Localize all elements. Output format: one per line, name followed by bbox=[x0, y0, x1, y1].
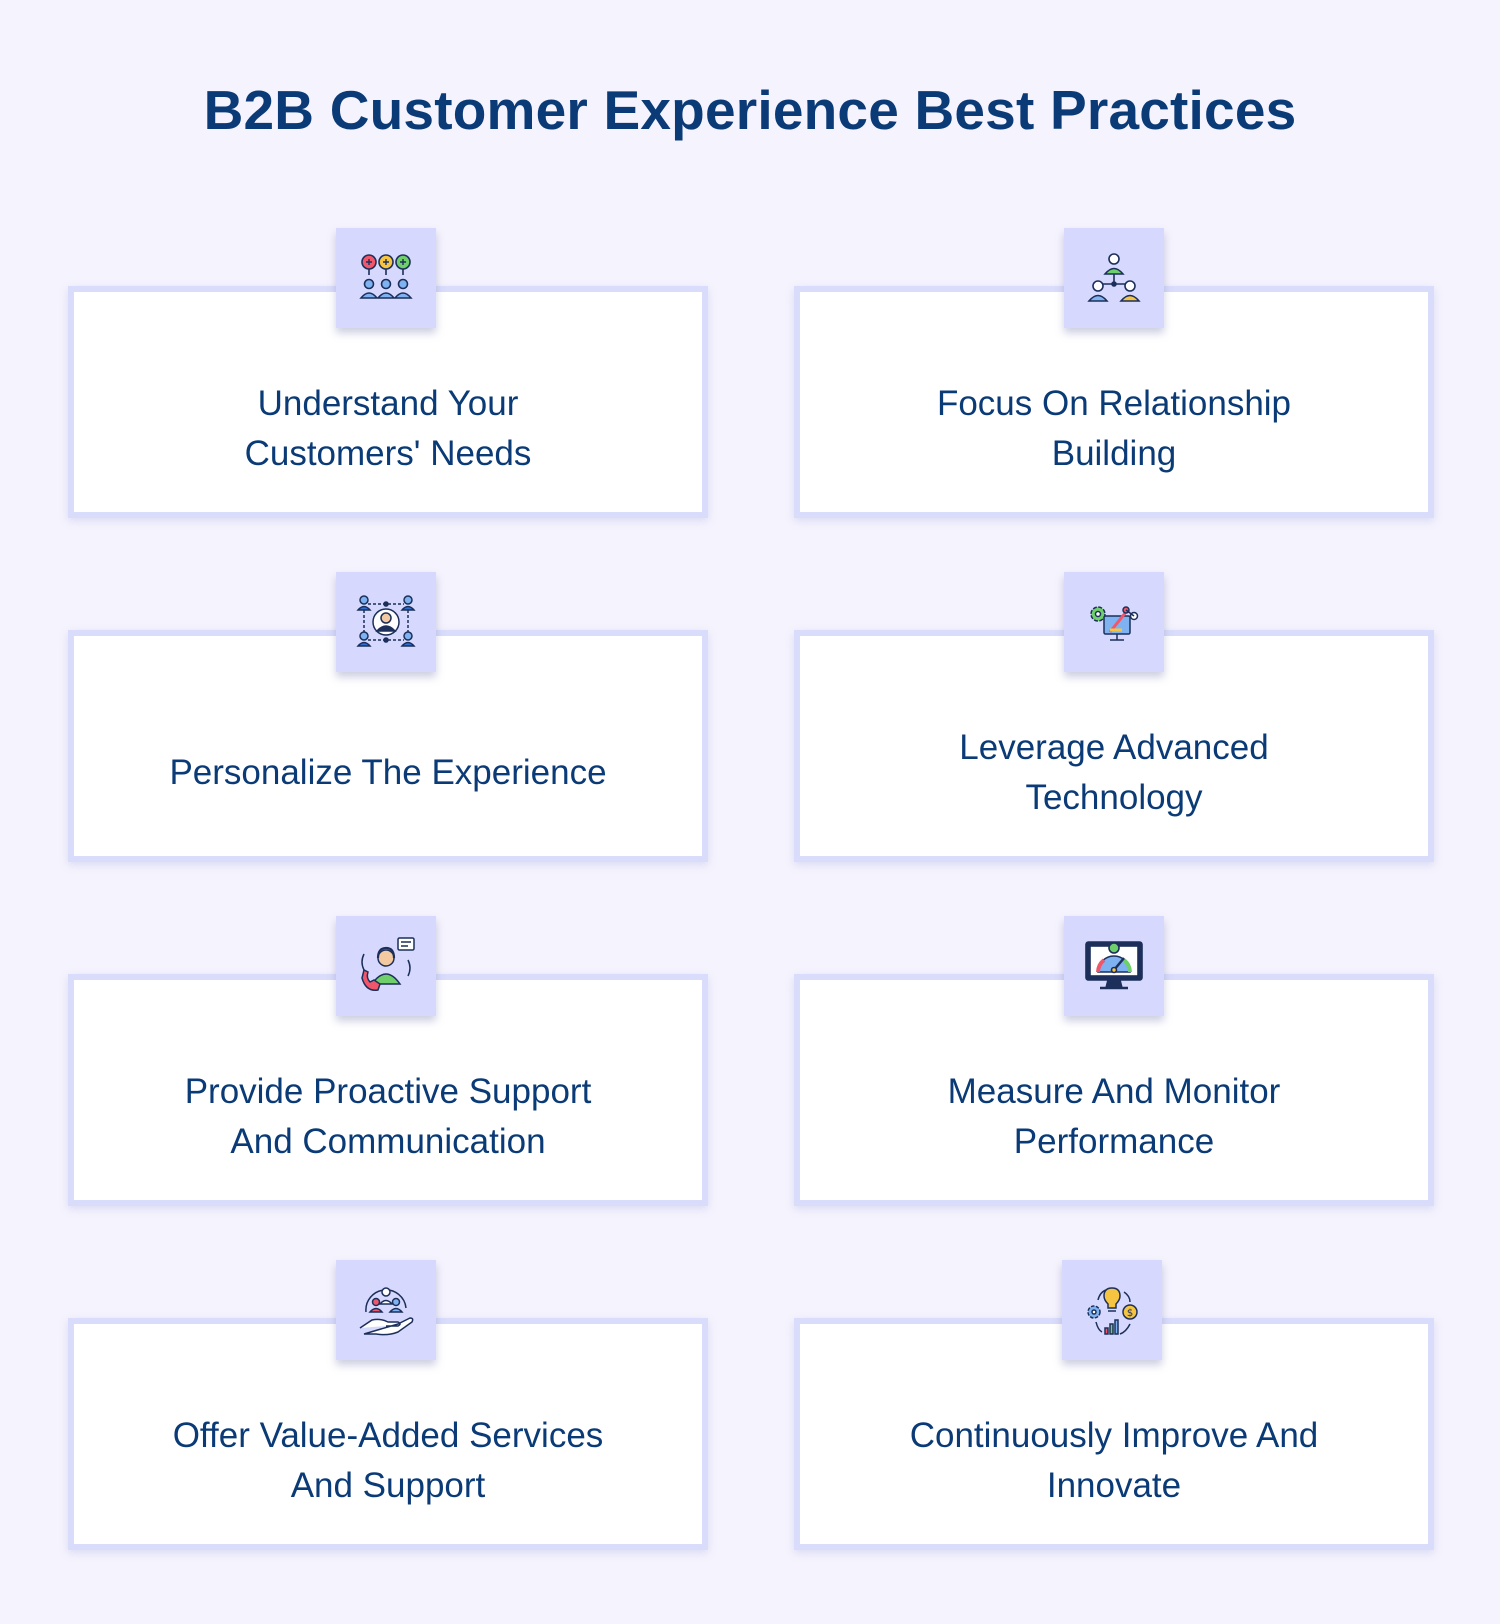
card-label-line-2: Technology bbox=[1025, 778, 1203, 817]
card-label-line-1: Focus On Relationship bbox=[936, 384, 1292, 423]
relationship-network-icon bbox=[1064, 228, 1164, 328]
card-label-line-1: Provide Proactive Support bbox=[184, 1072, 592, 1111]
card-label-line-1: Measure And Monitor bbox=[947, 1072, 1281, 1111]
performance-monitor-icon bbox=[1064, 916, 1164, 1016]
innovation-cycle-icon: $ bbox=[1062, 1260, 1162, 1360]
card-label-line-2: Customers' Needs bbox=[244, 434, 532, 473]
customer-needs-icon bbox=[336, 228, 436, 328]
svg-text:$: $ bbox=[1127, 1308, 1133, 1319]
card-label-line-1: Understand Your bbox=[257, 384, 519, 423]
card-label-line-2: Building bbox=[1051, 434, 1177, 473]
card-label-line-2: Innovate bbox=[1046, 1466, 1182, 1505]
value-services-icon bbox=[336, 1260, 436, 1360]
card-label-line-1: Leverage Advanced bbox=[959, 728, 1269, 767]
advanced-technology-icon bbox=[1064, 572, 1164, 672]
card-label-line-2: And Communication bbox=[230, 1122, 546, 1161]
customer-support-icon bbox=[336, 916, 436, 1016]
page-title: B2B Customer Experience Best Practices bbox=[203, 79, 1297, 141]
card-label-line-1: Offer Value-Added Services bbox=[172, 1416, 604, 1455]
personalization-network-icon bbox=[336, 572, 436, 672]
card-label-line-1: Continuously Improve And bbox=[909, 1416, 1319, 1455]
card-label-line-2: And Support bbox=[290, 1466, 486, 1505]
card-label-line-2: Performance bbox=[1013, 1122, 1215, 1161]
card-label: Personalize The Experience bbox=[74, 696, 702, 856]
card-label-line-1: Personalize The Experience bbox=[169, 753, 607, 792]
